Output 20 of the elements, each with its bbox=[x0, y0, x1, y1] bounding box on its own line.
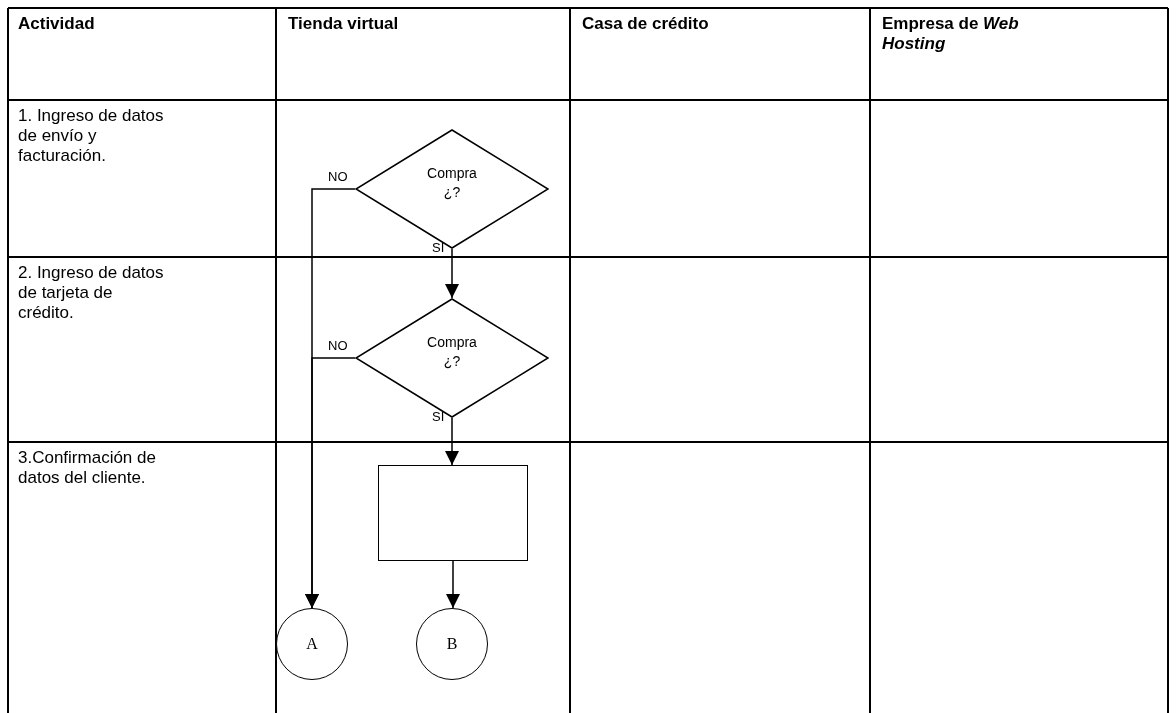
edge-label: NO bbox=[328, 339, 348, 353]
activity-text: 2. Ingreso de datos de tarjeta de crédito. bbox=[18, 263, 165, 323]
arrow bbox=[445, 417, 459, 466]
arrow bbox=[305, 357, 356, 609]
activity-text: 3.Confirmación de datos del cliente. bbox=[18, 448, 157, 488]
edge-label: NO bbox=[328, 170, 348, 184]
node-text: A bbox=[306, 635, 318, 653]
column-header: Actividad bbox=[18, 14, 95, 34]
node-text: Compra ¿? bbox=[426, 333, 478, 371]
process-box bbox=[378, 465, 528, 561]
column-header: Empresa de Web Hosting bbox=[882, 14, 1020, 54]
activity-text: 1. Ingreso de datos de envío y facturación. bbox=[18, 106, 165, 166]
arrow bbox=[446, 560, 460, 609]
edge-label: SI bbox=[432, 410, 445, 424]
node-text: Compra ¿? bbox=[426, 164, 478, 202]
column-header: Casa de crédito bbox=[582, 14, 709, 34]
edge-label: SI bbox=[432, 241, 445, 255]
node-text: B bbox=[446, 635, 458, 653]
column-header: Tienda virtual bbox=[288, 14, 399, 34]
arrow bbox=[445, 248, 459, 299]
